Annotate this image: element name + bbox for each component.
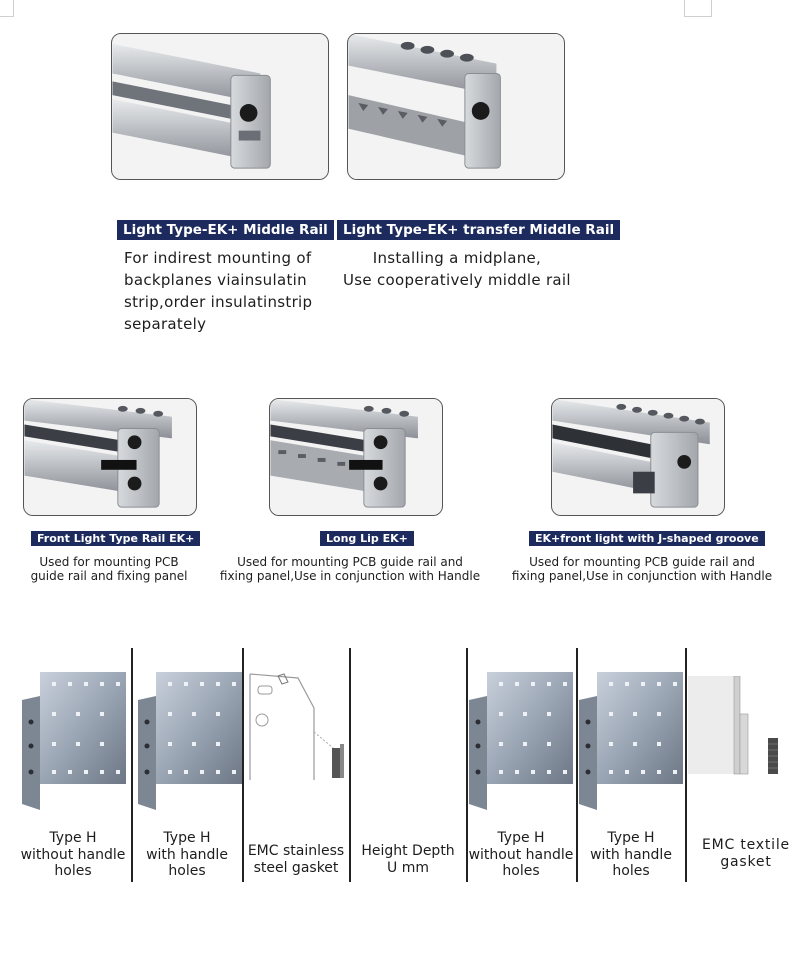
long-lip-label: Long Lip EK+ (320, 531, 414, 546)
corner-mark-left (0, 0, 14, 17)
emc-textile-gasket-drawing (688, 675, 782, 776)
height-depth-header: Height Depth U mm (361, 843, 455, 876)
transfer-middle-rail-description: Installing a midplane, Use cooperatively… (343, 249, 571, 289)
corner-mark-right (684, 0, 712, 17)
panel-caption: Type H with handle holes (590, 830, 672, 879)
front-light-rail-description: Used for mounting PCB guide rail and fix… (30, 555, 188, 583)
column-divider (242, 648, 244, 882)
emc-steel-gasket-drawing (248, 672, 348, 782)
aluminum-middle-rail-image (111, 33, 329, 180)
side-panel-image (579, 672, 683, 810)
j-groove-rail-label: EK+front light with J-shaped groove (529, 531, 765, 546)
j-groove-rail-description: Used for mounting PCB guide rail and fix… (511, 555, 773, 583)
long-lip-rail-image (269, 398, 443, 516)
column-divider (685, 648, 687, 882)
column-divider (349, 648, 351, 882)
gasket-caption: EMC textile gasket (702, 837, 790, 870)
side-panel-image (469, 672, 573, 810)
panel-caption: Type H without handle holes (468, 830, 574, 879)
middle-rail-description: For indirest mounting of backplanes viai… (124, 249, 313, 333)
j-groove-rail-image (551, 398, 725, 516)
column-divider (466, 648, 468, 882)
aluminum-transfer-rail-image (347, 33, 565, 180)
front-light-rail-label: Front Light Type Rail EK+ (31, 531, 201, 546)
transfer-middle-rail-label: Light Type-EK+ transfer Middle Rail (337, 220, 621, 240)
panel-caption: Type H without handle holes (20, 830, 126, 879)
side-panel-image (138, 672, 242, 810)
column-divider (576, 648, 578, 882)
middle-rail-label: Light Type-EK+ Middle Rail (117, 220, 334, 240)
column-divider (131, 648, 133, 882)
side-panel-image (22, 672, 126, 810)
gasket-caption: EMC stainless steel gasket (247, 843, 345, 876)
long-lip-description: Used for mounting PCB guide rail and fix… (219, 555, 481, 583)
panel-caption: Type H with handle holes (146, 830, 228, 879)
front-light-rail-image (23, 398, 197, 516)
